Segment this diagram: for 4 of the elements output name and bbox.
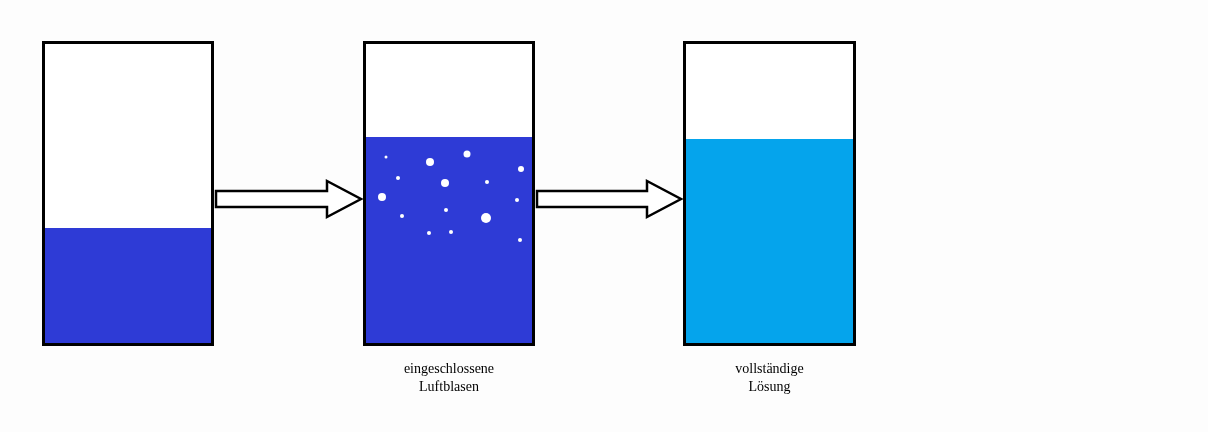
beaker-caption: vollständige Lösung xyxy=(734,360,805,396)
arrow xyxy=(535,178,684,220)
beaker-caption: eingeschlossene Luftblasen xyxy=(402,360,496,396)
arrow xyxy=(214,178,364,220)
